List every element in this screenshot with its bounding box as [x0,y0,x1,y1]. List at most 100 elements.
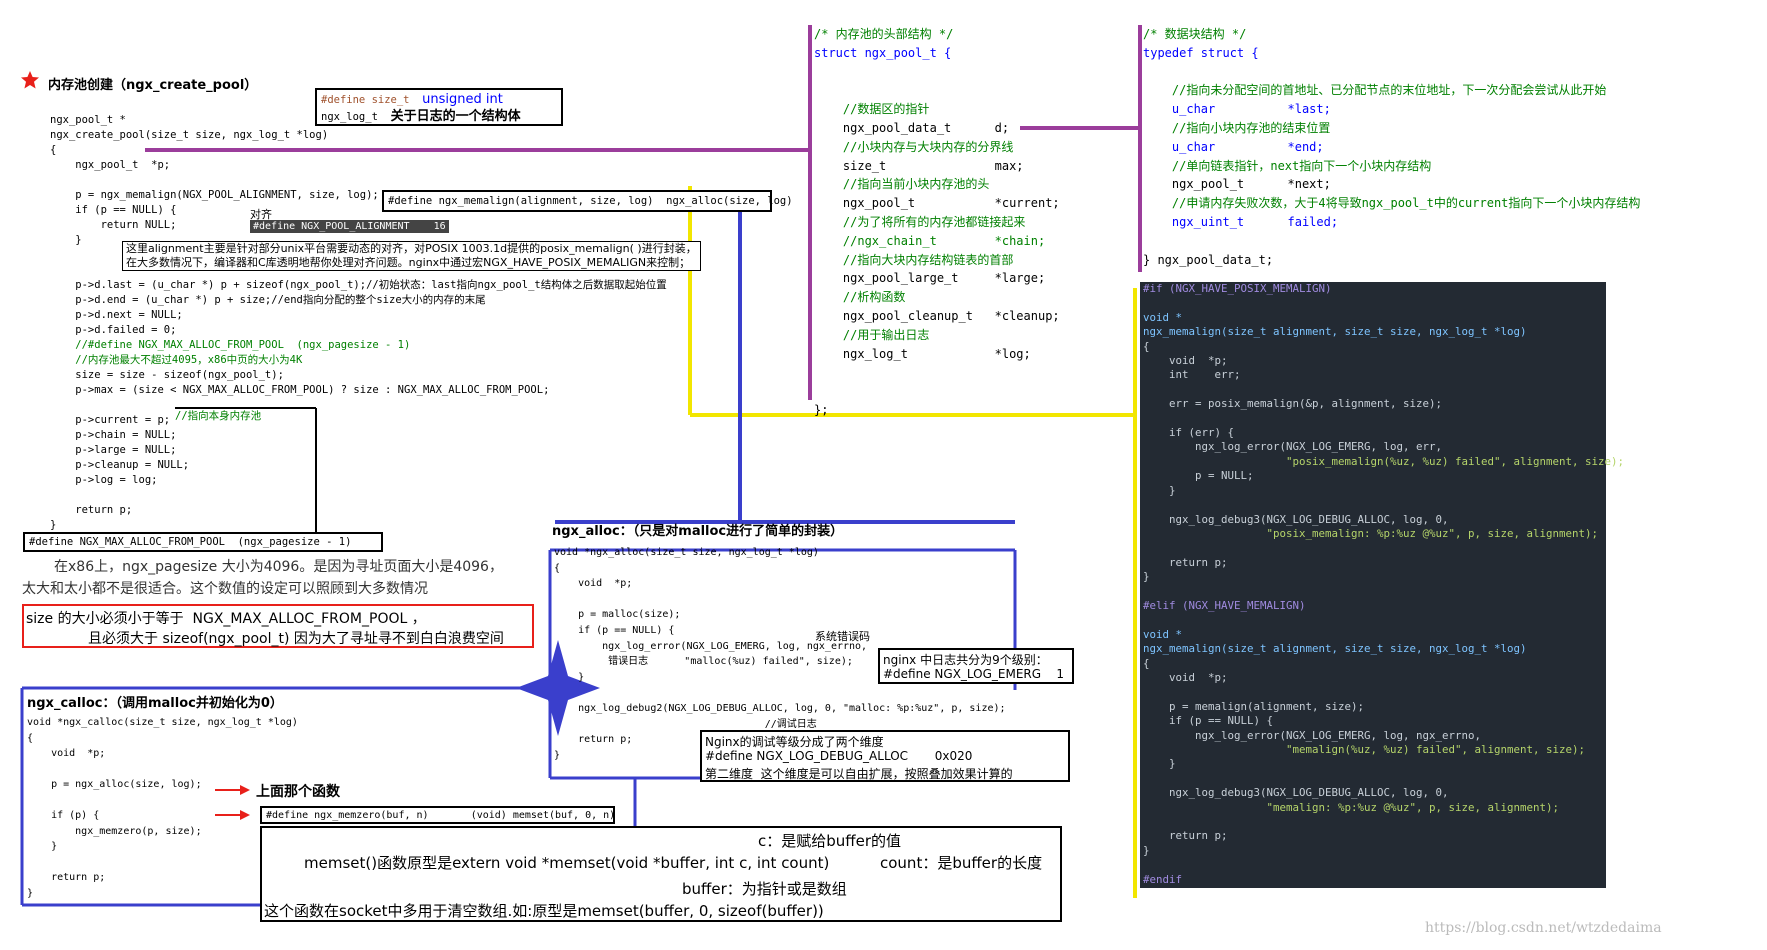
dark-code-line: #if (NGX_HAVE_POSIX_MEMALIGN) [1143,282,1332,295]
align-note: 这里alignment主要是针对部分unix平台需要动态的对齐，对POSIX 1… [122,241,701,271]
define-pool-alignment: #define NGX_POOL_ALIGNMENT 16 [250,220,449,233]
pool-struct-line [814,363,1060,382]
pool-struct-line: ngx_pool_t *current; [814,196,1060,211]
pool-struct-line: //小块内存与大块内存的分界线 [814,139,1014,154]
align-note-line-2: 在大多数情况下，编译器和C库透明地帮你处理对齐问题。nginx中通过宏NGX_H… [126,256,691,269]
pool-struct-line: size_t max; [814,158,1024,173]
pool-struct-code: /* 内存池的头部结构 */ struct ngx_pool_t { //数据区的… [814,25,1060,420]
dark-code-line [1143,585,1624,599]
dark-code-line: } [1143,570,1150,584]
create-pool-line: p->max = (size < NGX_MAX_ALLOC_FROM_POOL… [50,384,550,396]
create-pool-line: return p; [50,504,133,516]
create-pool-line [50,488,667,503]
dark-code-line [1143,815,1624,829]
data-struct-line: /* 数据块结构 */ [1143,27,1247,41]
define-size-t: #define size_t [321,94,410,106]
pool-struct-line: ngx_pool_data_t d; [814,120,1010,135]
dark-code-line: #elif (NGX_HAVE_MEMALIGN) [1143,598,1306,612]
calloc-code-line: { [27,732,34,744]
alloc-title: ngx_alloc：（只是对malloc进行了简单的封装） [552,524,844,539]
calloc-code-line: void *ngx_calloc(size_t size, ngx_log_t … [27,717,298,728]
define-max-alloc-box: #define NGX_MAX_ALLOC_FROM_POOL (ngx_pag… [23,532,383,552]
data-struct-line: //指向未分配空间的首地址、已分配节点的末位地址，下一次分配会尝试从此开始 [1143,83,1607,98]
pool-struct-line: //数据区的指针 [814,102,930,117]
pool-struct-line: ngx_pool_large_t *large; [814,271,1046,286]
create-pool-line: p = ngx_memalign(NGX_POOL_ALIGNMENT, siz… [50,189,379,201]
pool-struct-line: ngx_pool_cleanup_t *cleanup; [814,308,1060,323]
memset-count: count：是buffer的长度 [880,854,1043,872]
create-pool-line: ngx_create_pool(size_t size, ngx_log_t *… [50,129,329,141]
create-pool-line [50,173,667,188]
pool-struct-line: //析构函数 [814,290,906,305]
size-note-box: size 的大小必须小于等于 NGX_MAX_ALLOC_FROM_POOL ，… [22,604,534,648]
dark-code-line: { [1143,656,1150,670]
alloc-code-line: { [554,562,561,574]
dark-code-line: "memalign(%uz, %uz) failed", alignment, … [1143,743,1586,756]
define-memalign: #define ngx_memalign(alignment, size, lo… [388,195,793,207]
pool-struct-line: /* 内存池的头部结构 */ [814,27,954,41]
alloc-code-line: void *ngx_alloc(size_t size, ngx_log_t *… [554,547,819,558]
calloc-code-line: return p; [27,872,106,883]
calloc-title: ngx_calloc：（调用malloc并初始化为0） [27,696,283,711]
dark-code-line [1143,685,1624,699]
alloc-code-line: if (p == NULL) { [554,624,675,636]
dark-code-line: "posix_memalign(%uz, %uz) failed", align… [1143,454,1625,468]
alloc-code-line: ngx_log_error(NGX_LOG_EMERG, log, ngx_er… [554,640,868,652]
data-struct-line: u_char *end; [1143,139,1324,154]
dark-code-line [1143,498,1624,512]
create-pool-line: if (p == NULL) { [50,204,177,216]
define-memzero: #define ngx_memzero(buf, n) (void) memse… [266,810,616,821]
pool-struct-line [814,63,1060,82]
create-pool-line: p->d.next = NULL; [50,309,183,321]
dark-code-line: ngx_memalign(size_t alignment, size_t si… [1143,325,1527,339]
alloc-code-line: return p; [554,734,633,746]
star-icon [20,70,40,94]
dark-code-line [1143,541,1624,555]
debug-note-box: Nginx的调试等级分成了两个维度 #define NGX_LOG_DEBUG_… [700,730,1070,782]
create-pool-line: p->current = p; [50,414,171,426]
dark-code-line: } [1143,843,1150,857]
pool-struct-line: struct ngx_pool_t { [814,45,952,60]
alloc-code-line: } [554,749,561,761]
pool-struct-line [814,382,1060,401]
alloc-code-line: //调试日志 [554,718,817,730]
alloc-code-line: ngx_log_debug2(NGX_LOG_DEBUG_ALLOC, log,… [554,702,1006,714]
dark-code-line: p = NULL; [1143,469,1254,483]
data-struct-line [1143,232,1640,251]
errno-label: 系统错误码 [815,630,870,643]
calloc-code-line: ngx_memzero(p, size); [27,825,202,837]
create-pool-line: p->d.last = (u_char *) p + sizeof(ngx_po… [50,279,667,291]
dark-code-line: ngx_log_debug3(NGX_LOG_DEBUG_ALLOC, log,… [1143,512,1449,526]
debug-note-line-3: 第二维度 这个维度是可以自由扩展，按照叠加效果计算的 [705,767,1013,781]
calloc-code-line: void *p; [27,748,106,759]
memset-c: c：是赋给buffer的值 [758,832,902,850]
pagesize-note-line-2: 太大和太小都不是很适合。这个数值的设定可以照顾到大多数情况 [22,581,428,597]
memalign-source-panel: #if (NGX_HAVE_POSIX_MEMALIGN) void *ngx_… [1140,282,1624,888]
watermark: https://blog.csdn.net/wtzdedaima [1425,920,1662,936]
dark-code-line [1143,412,1624,426]
unsigned-int: unsigned int [422,92,503,107]
dark-code-line [1143,613,1624,627]
alloc-code-line: void *p; [554,578,633,590]
align-note-line-1: 这里alignment主要是针对部分unix平台需要动态的对齐，对POSIX 1… [126,242,697,255]
dark-code-line: if (p == NULL) { [1143,714,1274,728]
dark-code-line [1143,858,1624,872]
create-pool-line: { [50,144,57,156]
data-struct-line: ngx_uint_t failed; [1143,214,1339,229]
create-pool-line: p->log = log; [50,474,158,486]
dark-code-line [1143,772,1624,786]
dark-code-line: "posix_memalign: %p:%uz @%uz", p, size, … [1143,526,1599,540]
memset-usage: 这个函数在socket中多用于清空数组.如:原型是memset(buffer, … [264,902,824,920]
comment-self-pool: //指向本身内存池 [175,410,262,422]
pool-struct-line: }; [814,402,829,417]
dark-code-line: void *p; [1143,354,1228,368]
dark-code-line [1143,296,1624,310]
pagesize-note-line-1: 在x86上，ngx_pagesize 大小为4096。是因为寻址页面大小是409… [54,559,503,575]
alloc-code-line: } [554,671,585,683]
data-struct-line: //申请内存失败次数，大于4将导致ngx_pool_t中的current指向下一… [1143,196,1641,211]
create-pool-code: ngx_pool_t *ngx_create_pool(size_t size,… [50,113,667,533]
alloc-code-line: p = malloc(size); [554,609,681,621]
data-struct-line: typedef struct { [1143,45,1259,60]
pool-struct-line [814,81,1060,100]
dark-code-line: #endif [1143,872,1183,886]
